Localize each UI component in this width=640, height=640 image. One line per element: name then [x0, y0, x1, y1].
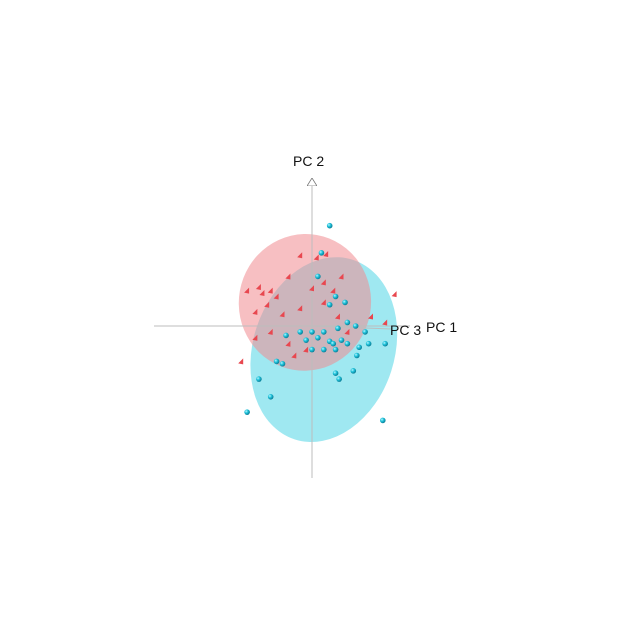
cyan-sphere-point — [332, 370, 339, 377]
cyan-sphere-point — [365, 340, 372, 347]
cyan-sphere-point — [315, 335, 321, 341]
red-cone-point — [285, 340, 291, 347]
red-cone-point — [252, 334, 258, 341]
cyan-sphere-point — [352, 323, 359, 329]
red-cone-point — [259, 289, 265, 296]
cyan-sphere-point — [335, 325, 341, 332]
cyan-sphere-point — [332, 293, 339, 300]
red-cone-point — [264, 301, 270, 308]
red-cone-point — [382, 319, 388, 326]
red-cone-point — [323, 251, 329, 258]
cyan-sphere-point — [244, 409, 250, 415]
cyan-sphere-point — [297, 329, 304, 335]
cyan-sphere-point — [315, 273, 321, 280]
cyan-sphere-point — [350, 368, 357, 374]
cyan-sphere-point — [273, 358, 280, 365]
cyan-sphere-point — [326, 301, 333, 308]
red-cone-point — [297, 305, 303, 312]
cyan-sphere-point — [321, 329, 327, 335]
red-cone-point — [344, 328, 350, 335]
red-cone-point — [267, 287, 273, 294]
cyan-sphere-point — [336, 376, 342, 382]
cyan-sphere-point — [309, 346, 315, 353]
cyan-sphere-point — [321, 346, 327, 353]
red-cone-point — [368, 313, 373, 320]
pc2-axis-label: PC 2 — [293, 153, 324, 169]
red-cone-point — [303, 346, 309, 353]
cyan-sphere-point — [344, 319, 351, 326]
cyan-sphere-point — [279, 360, 286, 367]
red-cone-point — [334, 313, 340, 320]
cyan-sphere-point — [354, 352, 360, 359]
pc3-axis-line — [311, 325, 393, 330]
cyan-sphere-point — [362, 329, 368, 335]
cyan-sphere-point — [309, 329, 315, 335]
cyan-sphere-point — [283, 332, 289, 339]
cyan-sphere-point — [356, 344, 363, 351]
cyan-sphere-point — [330, 340, 337, 347]
red-cone-point — [338, 273, 344, 280]
red-cone-point — [285, 273, 291, 280]
red-cone-point — [244, 287, 250, 294]
pc1-axis-label: PC 1 — [426, 319, 457, 335]
red-cone-point — [252, 308, 258, 315]
red-cone-point — [391, 291, 397, 298]
cyan-sphere-point — [338, 337, 345, 343]
red-cone-point — [267, 328, 273, 335]
pc3-axis-label: PC 3 — [390, 322, 421, 338]
red-cone-point — [320, 279, 326, 286]
cyan-sphere-point — [303, 337, 309, 343]
red-cone-point — [255, 284, 261, 291]
cyan-sphere-point — [344, 340, 351, 347]
red-cone-point — [309, 285, 314, 292]
red-cone-point — [291, 352, 297, 359]
red-cone-point — [279, 311, 285, 318]
red-cone-point — [238, 358, 244, 365]
red-cone-point — [313, 254, 319, 261]
red-cone-point — [297, 252, 303, 259]
red-cone-point — [330, 287, 336, 294]
cyan-sphere-point — [332, 346, 339, 353]
red-cone-point — [273, 293, 279, 300]
cyan-sphere-point — [267, 394, 274, 400]
cyan-sphere-point — [380, 417, 386, 424]
red-cone-point — [320, 299, 326, 306]
cyan-sphere-point — [326, 222, 333, 229]
cyan-sphere-point — [318, 250, 325, 256]
ellipsoid-group-red — [238, 234, 372, 371]
cyan-sphere-point — [382, 340, 388, 347]
cyan-sphere-point — [256, 376, 262, 382]
cyan-sphere-point — [342, 299, 348, 306]
